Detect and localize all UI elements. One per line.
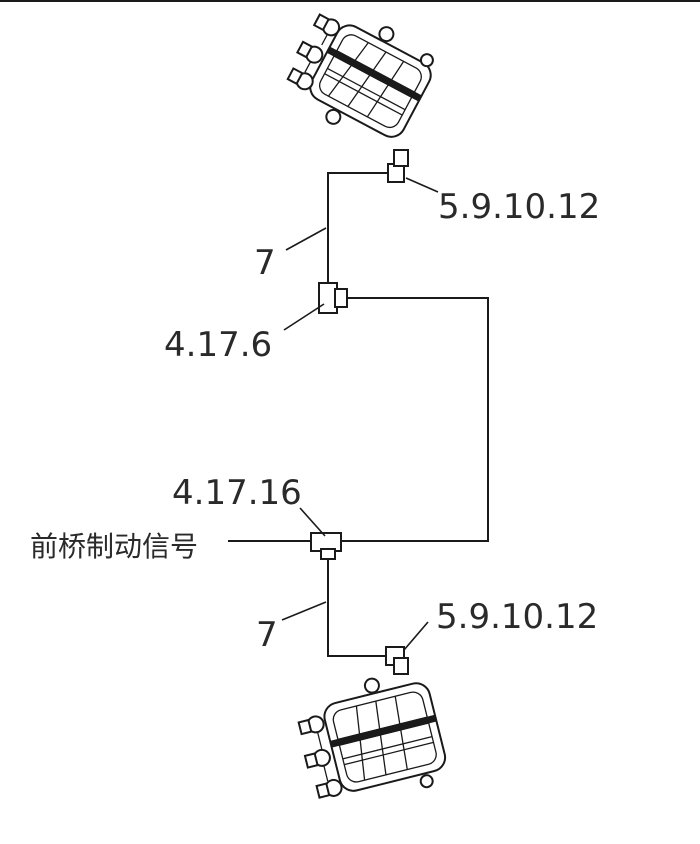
label-tee: 4.17.16	[172, 473, 302, 513]
label-elbow: 4.17.6	[164, 325, 272, 365]
leader-tee	[299, 507, 326, 537]
upper-pipe-line	[327, 172, 391, 290]
leader-upper-fitting	[405, 177, 439, 193]
label-upper-pipe: 7	[254, 243, 276, 283]
upper-brake-chamber	[286, 13, 434, 138]
upper-elbow-fitting	[387, 149, 409, 183]
label-lower-fitting: 5.9.10.12	[436, 597, 598, 637]
elbow-fitting-4-17-6	[318, 282, 348, 314]
lower-elbow-fitting	[385, 646, 409, 675]
leader-lower-fitting	[403, 621, 429, 651]
loop-pipe-line	[336, 297, 489, 542]
lower-pipe-line	[327, 552, 390, 657]
leader-elbow	[283, 303, 325, 331]
leader-upper-pipe	[285, 227, 327, 251]
tee-fitting-4-17-16	[310, 532, 342, 560]
label-lower-pipe: 7	[256, 615, 278, 655]
leader-lower-pipe	[281, 601, 327, 621]
lower-brake-chamber	[297, 677, 447, 799]
label-upper-fitting: 5.9.10.12	[438, 187, 600, 227]
label-signal-input: 前桥制动信号	[30, 530, 198, 563]
